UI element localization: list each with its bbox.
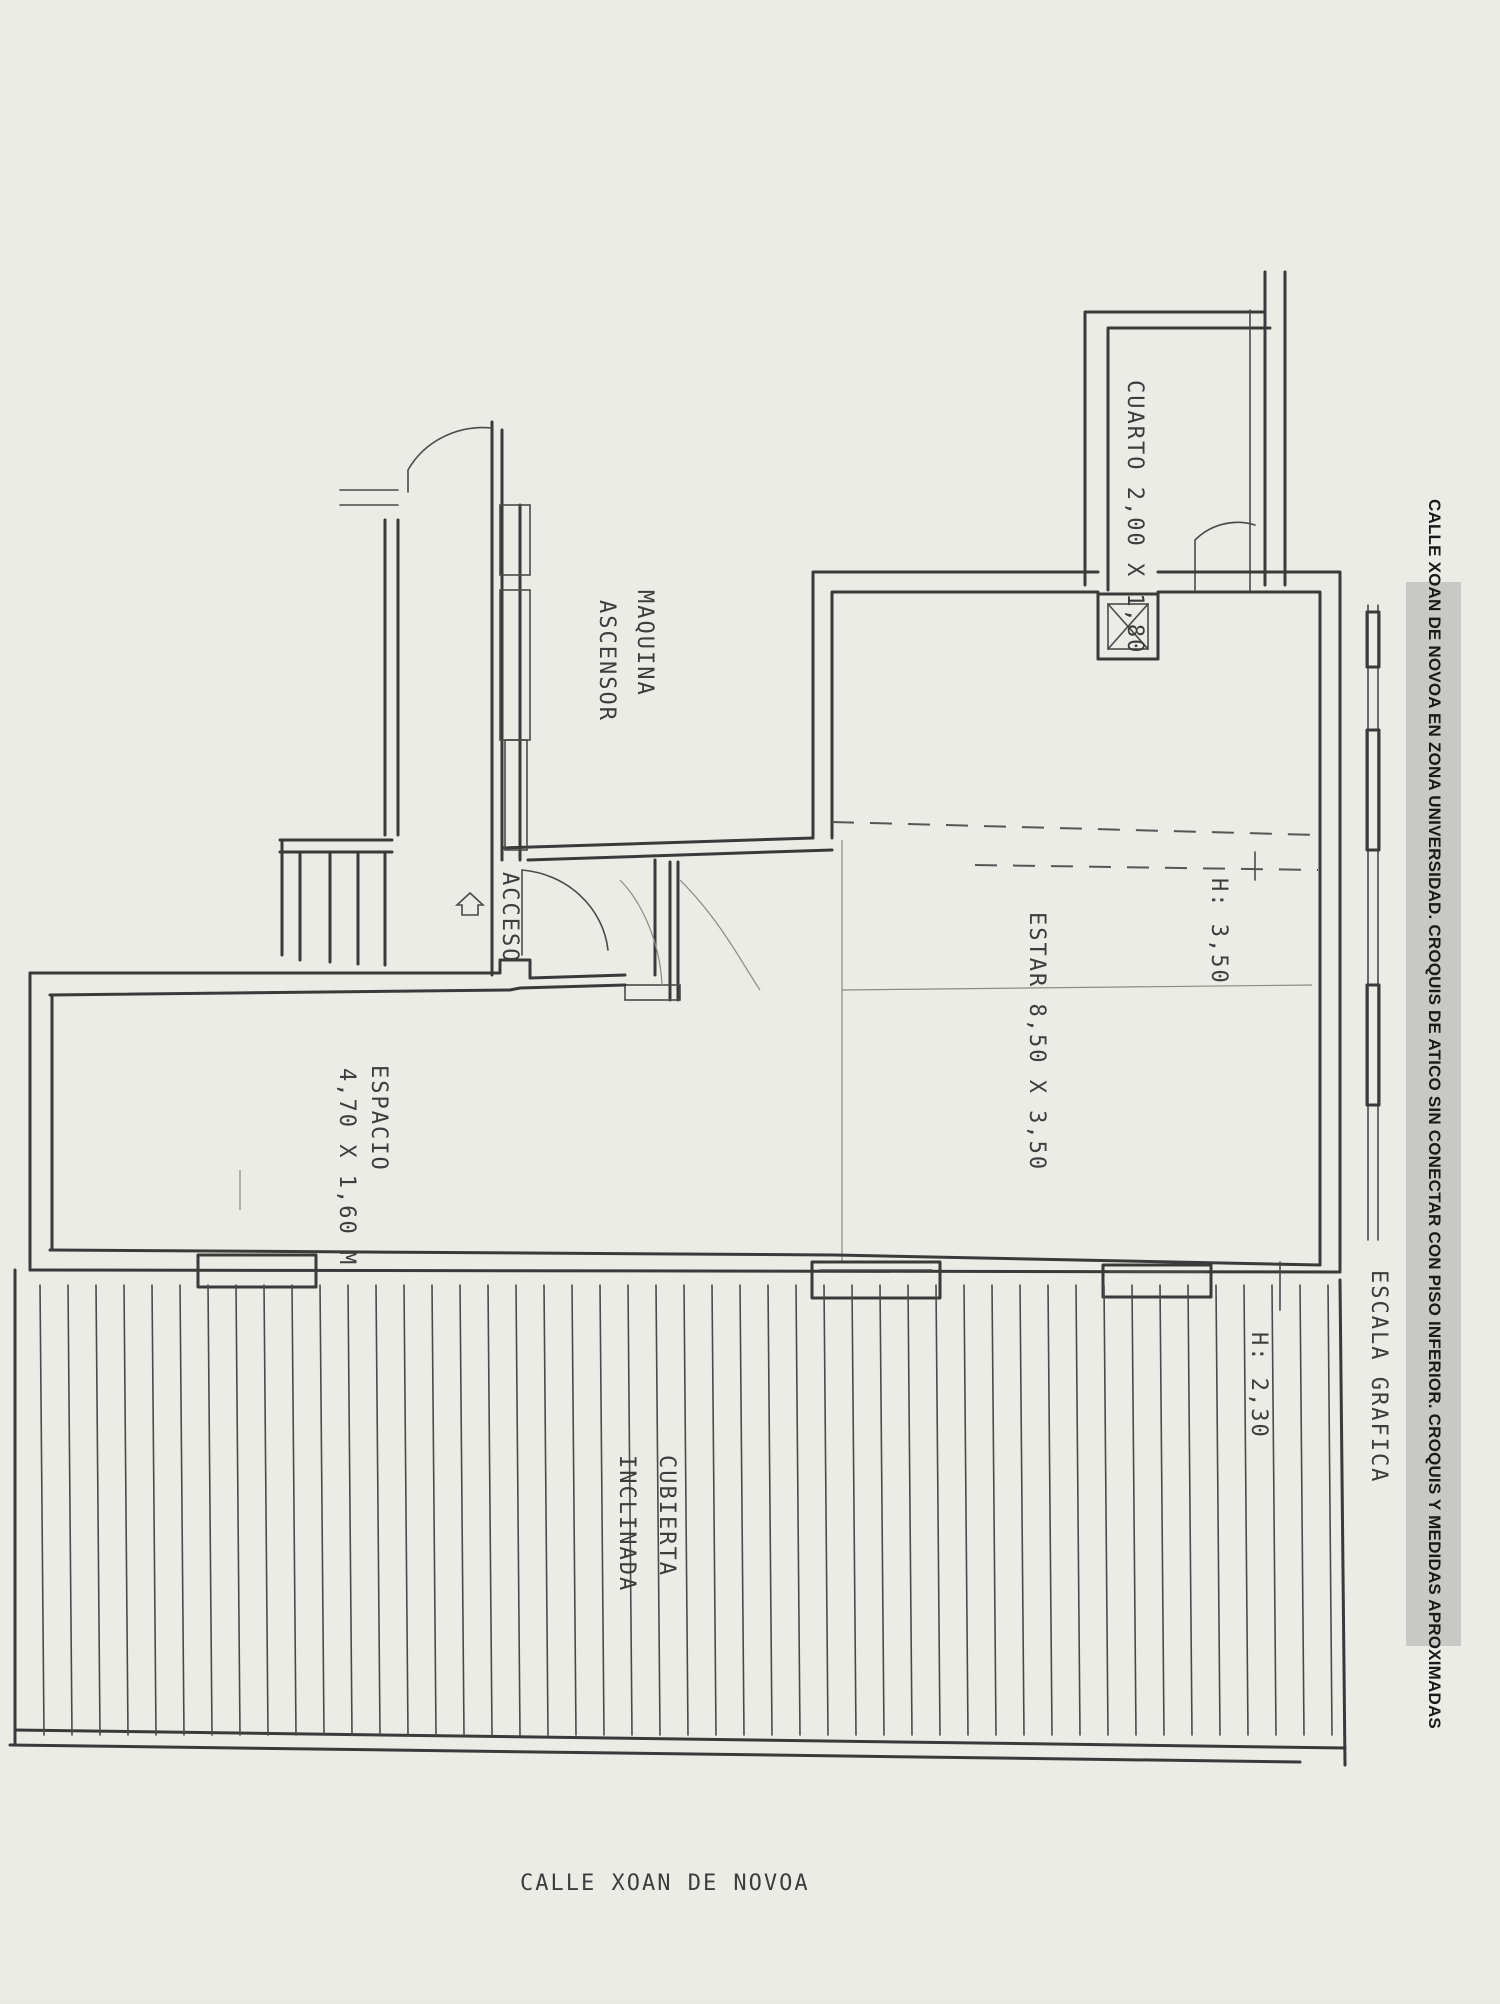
hatch-line bbox=[739, 1284, 745, 1736]
hatch-line bbox=[767, 1284, 773, 1736]
hatch-line bbox=[291, 1284, 297, 1736]
maquina-area bbox=[339, 420, 834, 977]
hatch-line bbox=[319, 1284, 325, 1736]
stairs bbox=[278, 838, 394, 967]
cuarto-label: CUARTO 2,00 X 1,80 bbox=[1122, 380, 1147, 654]
cubierta-height-label: H: 2,30 bbox=[1246, 1332, 1271, 1439]
hatch-line bbox=[935, 1284, 941, 1736]
cuarto-room bbox=[1083, 270, 1287, 592]
labels: CUARTO 2,00 X 1,80 MAQUINA ASCENSOR ACCE… bbox=[334, 380, 1391, 1896]
estar-room bbox=[811, 570, 1342, 1274]
street-facade bbox=[1365, 604, 1381, 1241]
escala-label: ESCALA GRAFICA bbox=[1366, 1270, 1391, 1483]
hatch-line bbox=[235, 1284, 241, 1736]
hatch-line bbox=[403, 1284, 409, 1736]
hatch-line bbox=[543, 1284, 549, 1736]
hatch-line bbox=[655, 1284, 661, 1736]
caption-banner: CALLE XOAN DE NOVOA EN ZONA UNIVERSIDAD.… bbox=[1406, 499, 1461, 1729]
hatch-line bbox=[991, 1284, 997, 1736]
hatch-line bbox=[95, 1284, 101, 1736]
hatch-line bbox=[123, 1284, 129, 1736]
hatch-line bbox=[1215, 1284, 1221, 1736]
access-arrow-icon bbox=[454, 891, 486, 916]
shaft-box bbox=[1096, 592, 1160, 661]
caption-text: CALLE XOAN DE NOVOA EN ZONA UNIVERSIDAD.… bbox=[1424, 499, 1444, 1729]
estar-label: ESTAR 8,50 X 3,50 bbox=[1024, 912, 1049, 1171]
hatch-line bbox=[1103, 1284, 1109, 1736]
hatch-line bbox=[571, 1284, 577, 1736]
espacio-label: ESPACIO bbox=[366, 1065, 391, 1172]
cubierta-roof bbox=[8, 1261, 1347, 1767]
inclinada-label: INCLINADA bbox=[614, 1455, 639, 1592]
hatch-line bbox=[599, 1284, 605, 1736]
hatch-line bbox=[1159, 1284, 1165, 1736]
hatch-line bbox=[431, 1284, 437, 1736]
roof-hatching bbox=[39, 1284, 1333, 1736]
windows bbox=[196, 1253, 1213, 1300]
maquina-label: MAQUINA bbox=[632, 590, 657, 697]
hatch-line bbox=[963, 1284, 969, 1736]
hatch-line bbox=[795, 1284, 801, 1736]
hatch-line bbox=[207, 1284, 213, 1736]
hatch-line bbox=[1075, 1284, 1081, 1736]
hatch-line bbox=[851, 1284, 857, 1736]
hatch-line bbox=[1131, 1284, 1137, 1736]
cubierta-label: CUBIERTA bbox=[654, 1455, 679, 1577]
hatch-line bbox=[179, 1284, 185, 1736]
street-name-label: CALLE XOAN DE NOVOA bbox=[520, 1871, 810, 1896]
hatch-line bbox=[683, 1284, 689, 1736]
hatch-line bbox=[1019, 1284, 1025, 1736]
estar-height-label: H: 3,50 bbox=[1206, 878, 1231, 985]
hatch-line bbox=[347, 1284, 353, 1736]
ascensor-label: ASCENSOR bbox=[594, 600, 619, 722]
hatch-line bbox=[67, 1284, 73, 1736]
hatch-line bbox=[1187, 1284, 1193, 1736]
hatch-line bbox=[151, 1284, 157, 1736]
hatch-line bbox=[627, 1284, 633, 1736]
hatch-line bbox=[1271, 1284, 1277, 1736]
hatch-line bbox=[459, 1284, 465, 1736]
hatch-line bbox=[1047, 1284, 1053, 1736]
hatch-line bbox=[879, 1284, 885, 1736]
hatch-line bbox=[907, 1284, 913, 1736]
hatch-line bbox=[1327, 1284, 1333, 1736]
hatch-line bbox=[263, 1284, 269, 1736]
acceso-label: ACCESO bbox=[497, 872, 522, 963]
hatch-line bbox=[487, 1284, 493, 1736]
hatch-line bbox=[1299, 1284, 1305, 1736]
espacio-size-label: 4,70 X 1,60 M bbox=[334, 1068, 359, 1266]
hatch-line bbox=[39, 1284, 45, 1736]
hatch-line bbox=[515, 1284, 521, 1736]
hatch-line bbox=[1243, 1284, 1249, 1736]
hatch-line bbox=[375, 1284, 381, 1736]
hatch-line bbox=[823, 1284, 829, 1736]
access-zone bbox=[454, 858, 761, 1002]
hatch-line bbox=[711, 1284, 717, 1736]
